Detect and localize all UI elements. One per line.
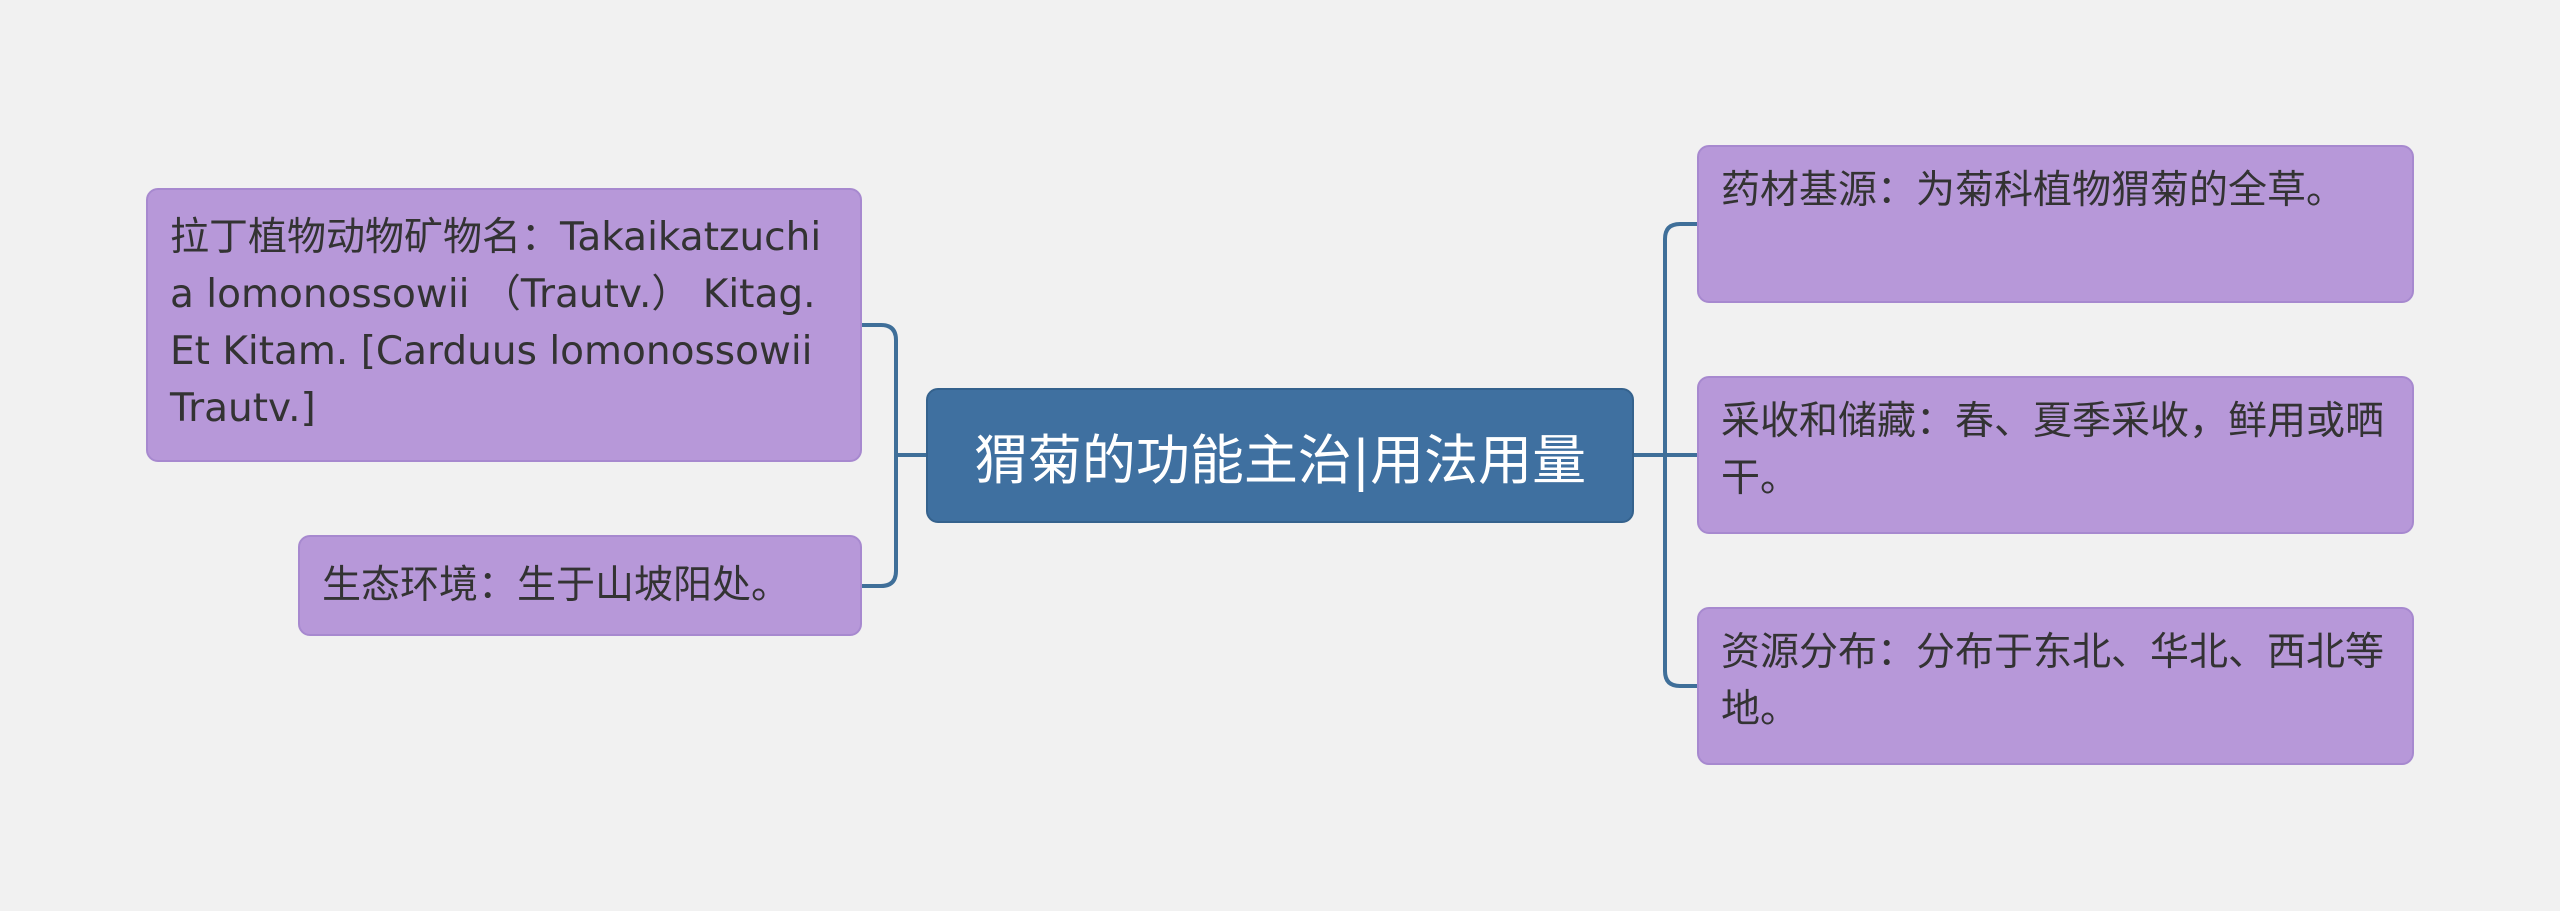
left-connector-habitat (862, 455, 898, 588)
harvest-storage-node[interactable]: 采收和储藏：春、夏季采收，鲜用或晒干。 (1697, 376, 2414, 534)
medicinal-source-text: 药材基源：为菊科植物猬菊的全草。 (1721, 168, 2346, 213)
latin-name-text: 拉丁植物动物矿物名：Takaikatzuchia lomonossowii （T… (170, 215, 822, 431)
habitat-text: 生态环境：生于山坡阳处。 (322, 563, 791, 608)
habitat-node[interactable]: 生态环境：生于山坡阳处。 (298, 535, 862, 636)
right-connector-distribution (1663, 455, 1697, 688)
latin-name-node[interactable]: 拉丁植物动物矿物名：Takaikatzuchia lomonossowii （T… (146, 188, 862, 462)
medicinal-source-node[interactable]: 药材基源：为菊科植物猬菊的全草。 (1697, 145, 2414, 303)
harvest-storage-text: 采收和储藏：春、夏季采收，鲜用或晒干。 (1721, 399, 2385, 501)
distribution-text: 资源分布：分布于东北、华北、西北等地。 (1721, 630, 2385, 732)
root-topic-node[interactable]: 猬菊的功能主治|用法用量 (926, 388, 1634, 523)
left-connector-latin (862, 323, 898, 455)
root-topic-title: 猬菊的功能主治|用法用量 (973, 429, 1587, 492)
right-connector-source (1663, 222, 1697, 455)
distribution-node[interactable]: 资源分布：分布于东北、华北、西北等地。 (1697, 607, 2414, 765)
